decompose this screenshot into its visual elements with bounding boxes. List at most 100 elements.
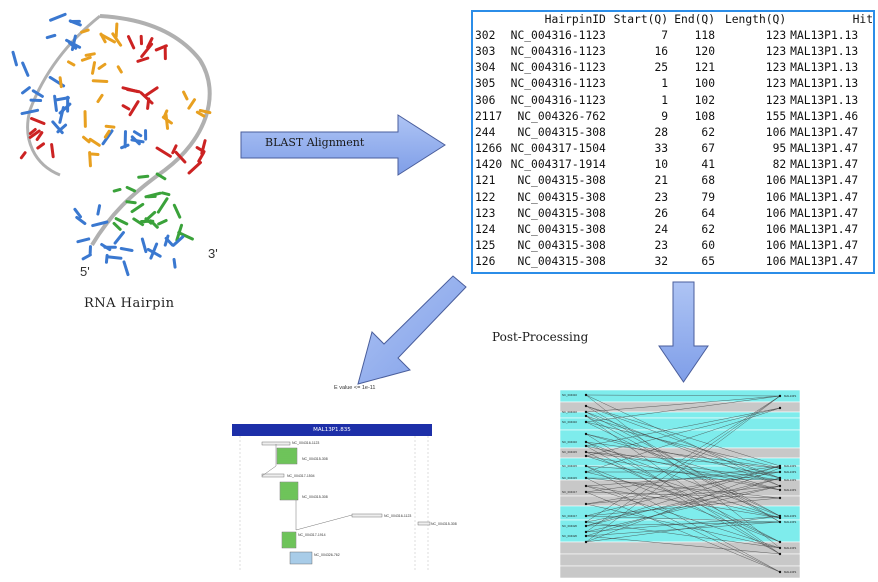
table-cell: MAL13P1.47: [790, 174, 859, 188]
synteny-link: [585, 395, 781, 413]
nucleotide-stick: [81, 253, 92, 261]
nucleotide-stick: [144, 191, 162, 199]
synteny-link: [585, 395, 781, 543]
nucleotide-stick: [111, 32, 123, 47]
table-cell: 95: [772, 142, 787, 156]
nucleotide-stick: [88, 137, 101, 147]
synteny-right-label: MAL13P1: [784, 394, 797, 398]
synteny-left-label: NC_004316: [562, 393, 577, 397]
table-cell: 23: [654, 190, 669, 204]
table-cell: 108: [694, 109, 716, 123]
synteny-band: [559, 479, 801, 497]
nucleotide-stick: [139, 91, 154, 105]
table-cell: 1: [661, 77, 669, 91]
post-processing-arrow-down: [658, 281, 709, 383]
nucleotide-stick: [90, 152, 100, 157]
table-cell: 25: [654, 61, 669, 75]
hairpin-caption: RNA Hairpin: [84, 296, 175, 311]
table-cell: MAL13P1.13: [790, 93, 859, 107]
table-cell: 7: [661, 28, 669, 42]
blast-arrow: [240, 114, 446, 176]
table-cell: 24: [654, 223, 669, 237]
table-cell: 127: [475, 270, 506, 273]
synteny-left-label: NC_004326: [562, 524, 577, 528]
right-anchor-dot: [778, 466, 782, 470]
nucleotide-stick: [97, 62, 107, 70]
table-cell: 32: [654, 255, 669, 269]
table-cell: 123: [765, 77, 787, 91]
nucleotide-stick: [197, 151, 205, 163]
synteny-view: NC_004316NC_004316NC_004316NC_004316NC_0…: [559, 389, 801, 579]
left-anchor-dot: [584, 476, 588, 480]
table-cell: 1420: [475, 158, 503, 172]
right-anchor-dot: [778, 520, 782, 524]
synteny-link: [585, 503, 781, 549]
synteny-link: [585, 445, 781, 555]
nucleotide-stick: [82, 135, 91, 144]
synteny-link: [585, 451, 781, 481]
table-cell: 21: [654, 174, 669, 188]
nucleotide-stick: [21, 86, 31, 95]
synteny-link: [585, 465, 781, 517]
nucleotide-stick: [161, 191, 171, 197]
nucleotide-stick: [75, 215, 87, 225]
column-header: Start(Q): [613, 12, 669, 26]
table-cell: 67: [701, 142, 716, 156]
table-cell: 244: [475, 125, 496, 139]
left-anchor-dot: [584, 444, 588, 448]
table-cell: 302: [475, 28, 496, 42]
table-cell: 62: [701, 223, 716, 237]
tree-node-label: NC_004317-1504: [287, 474, 315, 478]
left-anchor-dot: [584, 520, 588, 524]
left-anchor-dot: [584, 432, 588, 436]
left-anchor-dot: [584, 464, 588, 468]
right-anchor-dot: [778, 484, 782, 488]
nucleotide-stick: [99, 33, 116, 44]
nucleotide-stick: [195, 110, 206, 118]
nucleotide-stick: [121, 104, 131, 111]
nucleotide-stick: [156, 197, 169, 214]
nucleotide-stick: [174, 150, 187, 164]
table-cell: 26: [654, 206, 669, 220]
synteny-left-label: NC_004326: [562, 534, 577, 538]
synteny-link: [585, 465, 781, 493]
tree-node-label: NC_004315-308: [431, 522, 457, 526]
synteny-link: [585, 477, 781, 573]
table-cell: MAL13P1.13: [790, 28, 859, 42]
nucleotide-stick: [130, 138, 145, 144]
column-header: Hit: [852, 12, 873, 26]
left-anchor-dot: [584, 454, 588, 458]
nucleotide-stick: [36, 142, 46, 150]
table-cell: 1266: [475, 142, 503, 156]
nucleotide-stick: [121, 86, 140, 94]
synteny-right-label: MAL13P1: [784, 570, 797, 574]
table-cell: NC_004315-308: [517, 190, 606, 204]
nucleotide-stick: [80, 55, 92, 62]
table-cell: NC_004317-1914: [510, 158, 606, 172]
synteny-link: [585, 515, 781, 533]
nucleotide-stick: [187, 161, 202, 175]
synteny-link: [585, 445, 781, 491]
column-header: [475, 12, 506, 27]
nucleotide-stick: [142, 210, 157, 224]
table-cell: 9: [661, 109, 669, 123]
hit-block: [279, 481, 299, 501]
nucleotide-stick: [132, 217, 145, 227]
tree-node-label: NC_004315-308: [302, 457, 328, 461]
synteny-left-label: NC_004317: [562, 490, 577, 494]
synteny-link: [585, 467, 781, 543]
synteny-link: [585, 405, 781, 479]
synteny-right-label: MAL13P1: [784, 488, 797, 492]
nucleotide-stick: [76, 237, 91, 244]
nucleotide-stick: [58, 76, 63, 89]
nucleotide-stick: [50, 143, 55, 159]
table-cell: 82: [772, 158, 787, 172]
synteny-link: [585, 395, 781, 523]
nucleotide-stick: [144, 86, 159, 97]
table-cell: NC_004316-1123: [510, 44, 606, 58]
